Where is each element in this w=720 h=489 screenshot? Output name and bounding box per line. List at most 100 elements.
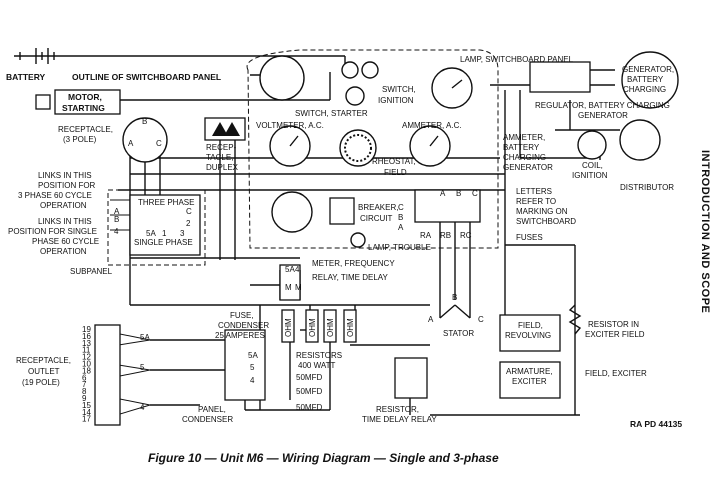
meter-upper-left <box>259 55 305 101</box>
label-lamp-trouble: LAMP, TROUBLE <box>368 243 431 252</box>
label-ammeter-batt-4: GENERATOR <box>503 163 553 172</box>
label-receptacle-3pole-1: RECEPTACLE, <box>58 125 113 134</box>
outlet-pin-label: 7 <box>82 380 87 389</box>
label-recep-outlet-2: OUTLET <box>28 367 60 376</box>
labels: BATTERY OUTLINE OF SWITCHBOARD PANEL MOT… <box>6 55 674 424</box>
label-mfd-2: 50MFD <box>296 387 322 396</box>
term-a-recep: A <box>128 139 134 148</box>
term-5-cond: 5 <box>250 363 255 372</box>
term-b-stator: B <box>452 293 457 302</box>
label-distributor: DISTRIBUTOR <box>620 183 674 192</box>
term-c-stator: C <box>478 315 484 324</box>
outlet-pin-label: 15 <box>82 401 91 410</box>
label-mfd-1: 50MFD <box>296 373 322 382</box>
label-motor-2: STARTING <box>62 103 105 113</box>
armature-exciter <box>499 361 561 399</box>
resistors-400w <box>281 309 357 343</box>
label-ohm-1: OHM <box>284 318 293 337</box>
label-letters-2: REFER TO <box>516 197 556 206</box>
label-ohm-2: OHM <box>308 318 317 337</box>
label-generator-2: BATTERY <box>627 75 664 84</box>
label-subpanel: SUBPANEL <box>70 267 113 276</box>
outlet-group-label: 5 <box>140 363 145 372</box>
term-c-recep: C <box>156 139 162 148</box>
label-recep-outlet-3: (19 POLE) <box>22 378 60 387</box>
distributor <box>619 119 661 161</box>
receptacle-duplex <box>204 117 246 141</box>
label-links3-3: 3 PHASE 60 CYCLE <box>18 191 92 200</box>
term-2-links: 2 <box>186 219 191 228</box>
label-panel-cond-2: CONDENSER <box>182 415 233 424</box>
label-battery: BATTERY <box>6 72 46 82</box>
label-links1-3: PHASE 60 CYCLE <box>32 237 99 246</box>
resistor-time-delay-relay <box>394 357 428 399</box>
outlet-pin-label: 11 <box>82 346 91 355</box>
term-m-relay-1: M <box>285 283 292 292</box>
label-letters-4: SWITCHBOARD <box>516 217 576 226</box>
term-c-fuse: C <box>472 189 478 198</box>
generator-battery-charging <box>621 51 679 109</box>
term-ra: RA <box>420 231 432 240</box>
term-a-fuse: A <box>440 189 446 198</box>
panel-condenser <box>224 329 266 401</box>
label-res-exciter-1: RESISTOR IN <box>588 320 639 329</box>
label-fuse-cond-1: FUSE, <box>230 311 254 320</box>
label-switch-ignition-2: IGNITION <box>378 96 414 105</box>
term-c-breaker: C <box>398 203 404 212</box>
outlet-pin-label: 19 <box>82 325 91 334</box>
term-c-links: C <box>186 207 192 216</box>
label-links1-4: OPERATION <box>40 247 87 256</box>
label-generator-3: CHARGING <box>623 85 666 94</box>
term-a-links: A <box>114 207 120 216</box>
label-resistors-2: 400 WATT <box>298 361 335 370</box>
motor-terminal <box>35 94 51 110</box>
field-revolving <box>499 314 561 352</box>
meter-frequency <box>271 191 313 233</box>
label-lamp-switchboard: LAMP, SWITCHBOARD PANEL <box>460 55 574 64</box>
outlet-pin-label: 14 <box>82 408 91 417</box>
term-4-relay: 4 <box>295 265 300 274</box>
label-ammeter-batt-1: AMMETER, <box>503 133 545 142</box>
label-duplex-3: DUPLEX <box>206 163 239 172</box>
term-1-links: 1 <box>162 229 167 238</box>
label-regulator-1: REGULATOR, BATTERY CHARGING <box>535 101 670 110</box>
term-4-links: 4 <box>114 227 119 236</box>
outlet-group-label: 5A <box>140 333 150 342</box>
label-ammeter-batt-3: CHARGING <box>503 153 546 162</box>
label-panel-cond-1: PANEL, <box>198 405 226 414</box>
label-armature-2: EXCITER <box>512 377 547 386</box>
label-armature-1: ARMATURE, <box>506 367 553 376</box>
label-res-exciter-2: EXCITER FIELD <box>585 330 645 339</box>
figure-caption: Figure 10 — Unit M6 — Wiring Diagram — S… <box>148 451 499 465</box>
label-receptacle-3pole-2: (3 POLE) <box>63 135 97 144</box>
outlet-pin-label: 6 <box>82 373 87 382</box>
outlet-pin-label: 8 <box>82 387 87 396</box>
term-rc: RC <box>460 231 472 240</box>
outlet-pin-label: 13 <box>82 339 91 348</box>
label-resistor-td-1: RESISTOR, <box>376 405 419 414</box>
outlet-groups: 5A 5 4 <box>140 333 150 412</box>
ref-code: RA PD 44135 <box>630 419 682 429</box>
label-coil-2: IGNITION <box>572 171 608 180</box>
term-5a-relay: 5A <box>285 265 295 274</box>
outlet-pin-label: 16 <box>82 332 91 341</box>
label-meter-frequency: METER, FREQUENCY <box>312 259 395 268</box>
label-three-phase: THREE PHASE <box>138 198 194 207</box>
term-b-breaker: B <box>398 213 403 222</box>
terminal-letters: B A C A B 4 C 2 3 5A 1 C B A RA RB RC A … <box>114 117 484 385</box>
label-field-exciter: FIELD, EXCITER <box>585 369 647 378</box>
label-links3-2: POSITION FOR <box>38 181 96 190</box>
label-field-rev-2: REVOLVING <box>505 331 551 340</box>
outlet-group-label: 4 <box>140 403 145 412</box>
label-stator: STATOR <box>443 329 474 338</box>
label-duplex-2: TACLE, <box>206 153 233 162</box>
label-links3-1: LINKS IN THIS <box>38 171 92 180</box>
term-5a-links: 5A <box>146 229 156 238</box>
receptacle-3-pole <box>122 117 168 163</box>
label-ohm-3: OHM <box>326 318 335 337</box>
lamp-switchboard-panel <box>361 61 379 79</box>
label-single-phase: SINGLE PHASE <box>134 238 193 247</box>
label-rheostat-1: RHEOSTAT, <box>372 157 416 166</box>
resistor-exciter-field <box>568 304 582 335</box>
term-m-relay-2: M <box>295 283 302 292</box>
